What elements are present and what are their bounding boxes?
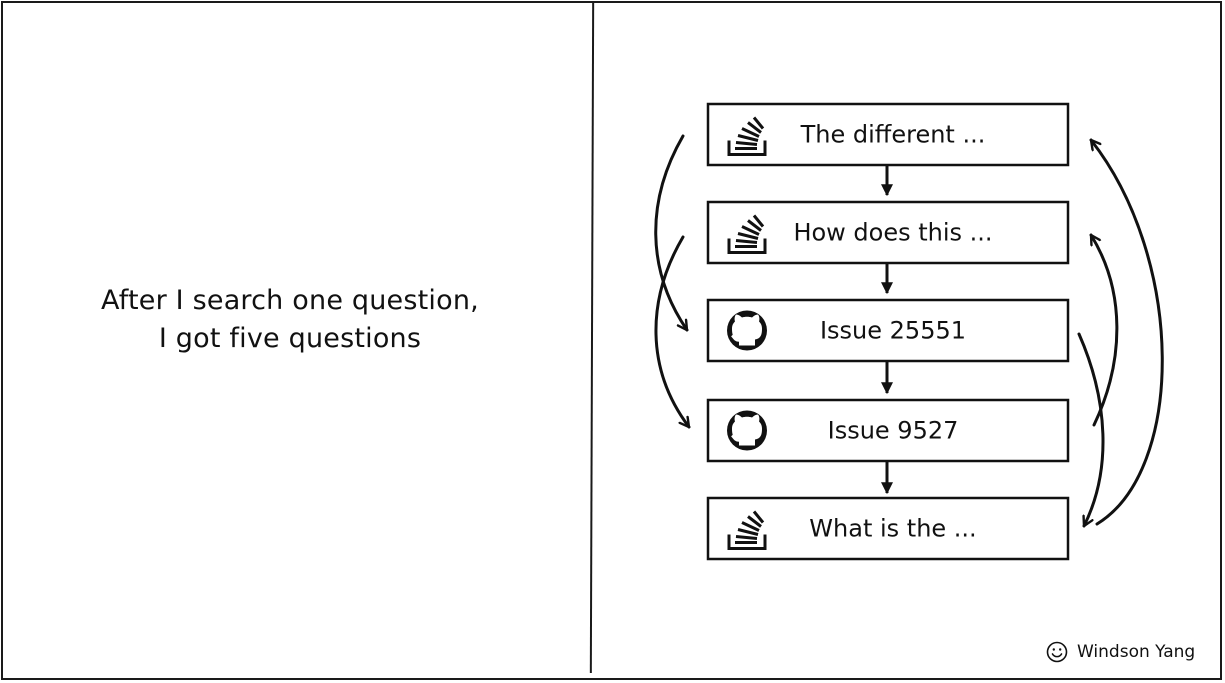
question-box (706, 200, 1070, 265)
question-label: The different ... (800, 121, 986, 149)
curved-arrow (1089, 233, 1119, 427)
question-box (706, 496, 1070, 561)
right-loop-arrows (1077, 138, 1164, 528)
question-label: What is the ... (809, 515, 976, 543)
question-node: How does this ... (706, 200, 1070, 265)
curved-arrow (1077, 332, 1105, 528)
author-name: Windson Yang (1077, 642, 1196, 662)
curved-arrow (1089, 138, 1164, 526)
caption-line-1: After I search one question, (101, 285, 479, 316)
caption-text: After I search one question, I got five … (40, 282, 540, 358)
question-label: Issue 25551 (820, 317, 966, 345)
question-node: Issue 9527 (706, 398, 1070, 463)
github-icon (725, 409, 769, 452)
curved-arrow (654, 134, 689, 332)
author-credit: Windson Yang (1046, 640, 1195, 664)
question-box (706, 398, 1070, 463)
github-icon (725, 309, 769, 352)
question-label: How does this ... (793, 219, 992, 247)
question-node: What is the ... (706, 496, 1070, 561)
question-box (706, 102, 1070, 167)
caption-line-2: I got five questions (158, 323, 422, 354)
left-loop-arrows (654, 134, 691, 429)
question-label: Issue 9527 (828, 417, 959, 445)
question-node: Issue 25551 (706, 298, 1070, 363)
question-node: The different ... (706, 102, 1070, 167)
smiley-icon (1046, 641, 1068, 663)
curved-arrow (654, 235, 691, 429)
